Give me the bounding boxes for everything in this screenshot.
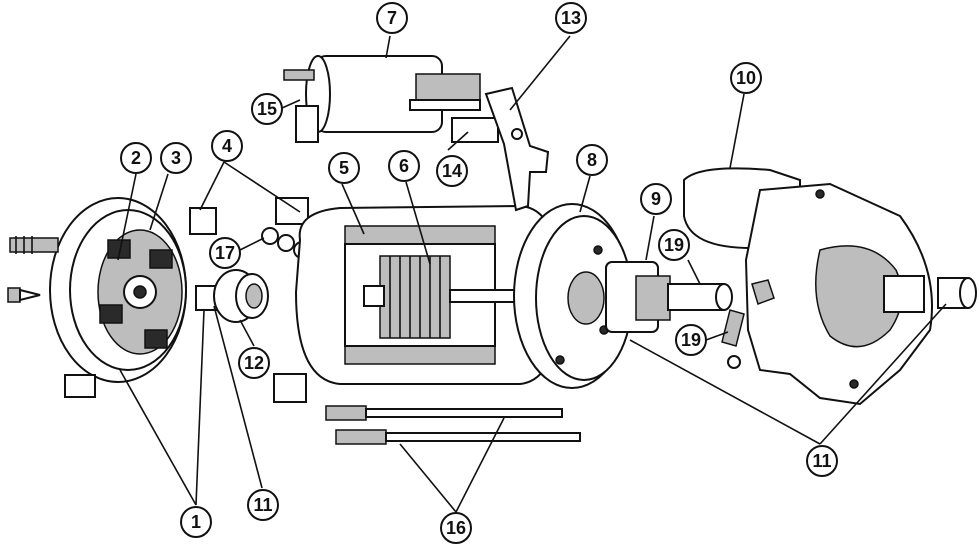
callout-label: 6 (399, 156, 409, 176)
callout-1: 1 (180, 506, 212, 538)
callout-label: 4 (222, 136, 232, 156)
callout-label: 11 (253, 495, 272, 515)
callout-7: 7 (376, 2, 408, 34)
callout-11-right: 11 (806, 445, 838, 477)
callout-label: 3 (171, 148, 181, 168)
brushes (189, 197, 309, 403)
callout-14: 14 (436, 155, 468, 187)
callout-label: 15 (257, 99, 277, 119)
callout-label: 8 (587, 150, 597, 170)
callout-19-lower: 19 (675, 324, 707, 356)
callout-12: 12 (238, 347, 270, 379)
callout-11-left: 11 (247, 489, 279, 521)
callout-label: 9 (651, 189, 661, 209)
pinion-drive-assembly (605, 261, 733, 333)
callout-8: 8 (576, 144, 608, 176)
engaging-lever (484, 86, 550, 212)
callout-label: 5 (339, 158, 349, 178)
callout-9: 9 (640, 183, 672, 215)
callout-6: 6 (388, 150, 420, 182)
terminal-stud (9, 236, 59, 254)
solenoid (283, 55, 481, 143)
drive-end-bush (937, 277, 977, 309)
callout-label: 7 (387, 8, 397, 28)
callout-label: 11 (812, 451, 831, 471)
through-bolts (325, 405, 581, 445)
callout-5: 5 (328, 152, 360, 184)
pivot-bolt-and-nut (721, 279, 775, 369)
callout-3: 3 (160, 142, 192, 174)
callout-label: 19 (681, 330, 701, 350)
callout-label: 1 (191, 512, 201, 532)
callout-label: 19 (664, 235, 684, 255)
callout-label: 16 (446, 518, 466, 538)
solenoid-plunger (451, 117, 499, 143)
callout-16: 16 (440, 512, 472, 544)
leader-lines (117, 35, 947, 513)
callout-4: 4 (211, 130, 243, 162)
commutator-end-plate (49, 197, 187, 398)
callout-label: 13 (561, 8, 581, 28)
callout-label: 14 (442, 161, 462, 181)
drive-end-bracket (513, 203, 633, 389)
callout-17: 17 (209, 237, 241, 269)
callout-10: 10 (730, 62, 762, 94)
callout-label: 2 (131, 148, 141, 168)
callout-label: 10 (736, 68, 756, 88)
bearing-bush (195, 269, 269, 323)
callout-2: 2 (120, 142, 152, 174)
callout-label: 12 (244, 353, 264, 373)
drive-housing-flange (683, 167, 933, 406)
callout-label: 17 (215, 243, 235, 263)
callout-19-upper: 19 (658, 229, 690, 261)
fixing-screw (7, 287, 41, 303)
callout-13: 13 (555, 2, 587, 34)
callout-15: 15 (251, 93, 283, 125)
